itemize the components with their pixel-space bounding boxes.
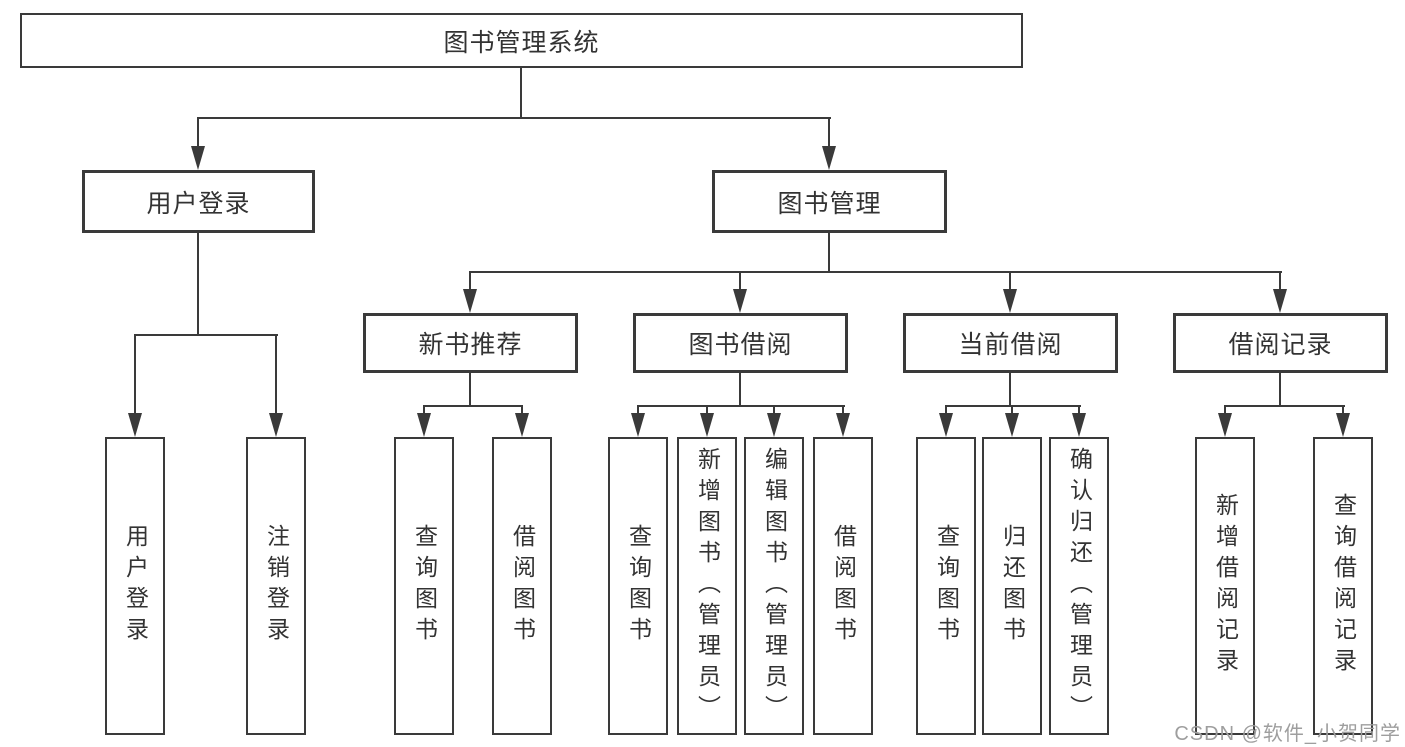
connector-line [828, 117, 830, 149]
node-label: 新增图书（管理员） [694, 446, 721, 726]
connector-line [134, 334, 136, 416]
connector-line [520, 66, 522, 118]
node-leaf-borrow-books-2: 借阅图书 [813, 437, 873, 735]
node-label: 当前借阅 [958, 331, 1063, 359]
node-label: 查询借阅记录 [1330, 493, 1357, 679]
connector-line [134, 334, 278, 336]
arrowhead-down-icon [1218, 413, 1232, 437]
node-label: 确认归还（管理员） [1066, 446, 1093, 726]
node-label: 图书借阅 [688, 331, 793, 359]
arrowhead-down-icon [191, 146, 205, 170]
node-leaf-logout: 注销登录 [246, 437, 306, 735]
node-label: 图书管理 [777, 189, 882, 218]
node-library-management-system: 图书管理系统 [20, 13, 1023, 68]
connector-line [197, 117, 199, 149]
connector-line [945, 405, 947, 415]
connector-line [423, 405, 523, 407]
node-user-login: 用户登录 [82, 170, 315, 233]
arrowhead-down-icon [1005, 413, 1019, 437]
node-current-borrowing: 当前借阅 [903, 313, 1118, 373]
connector-line [842, 405, 844, 415]
node-leaf-add-books-admin: 新增图书（管理员） [677, 437, 737, 735]
node-label: 查询图书 [933, 524, 960, 648]
connector-line [1224, 405, 1345, 407]
node-label: 查询图书 [411, 524, 438, 648]
node-leaf-query-books-1: 查询图书 [394, 437, 454, 735]
connector-line [706, 405, 708, 415]
arrowhead-down-icon [939, 413, 953, 437]
connector-line [423, 405, 425, 415]
connector-line [828, 231, 830, 272]
arrowhead-down-icon [128, 413, 142, 437]
arrowhead-down-icon [417, 413, 431, 437]
node-book-management: 图书管理 [712, 170, 947, 233]
arrowhead-down-icon [1273, 289, 1287, 313]
node-leaf-query-borrow-record: 查询借阅记录 [1313, 437, 1373, 735]
arrowhead-down-icon [1072, 413, 1086, 437]
arrowhead-down-icon [822, 146, 836, 170]
connector-line [1009, 371, 1011, 406]
connector-line [197, 231, 199, 335]
connector-line [1224, 405, 1226, 415]
arrowhead-down-icon [515, 413, 529, 437]
arrowhead-down-icon [1003, 289, 1017, 313]
node-leaf-confirm-return-admin: 确认归还（管理员） [1049, 437, 1109, 735]
connector-line [1009, 271, 1011, 291]
arrowhead-down-icon [733, 289, 747, 313]
node-label: 用户登录 [122, 524, 149, 648]
node-leaf-user-login: 用户登录 [105, 437, 165, 735]
node-label: 借阅记录 [1228, 331, 1333, 359]
connector-line [1279, 371, 1281, 406]
arrowhead-down-icon [631, 413, 645, 437]
node-label: 借阅图书 [509, 524, 536, 648]
node-label: 用户登录 [146, 189, 251, 218]
node-label: 归还图书 [999, 524, 1026, 648]
node-leaf-query-books-3: 查询图书 [916, 437, 976, 735]
node-label: 查询图书 [625, 524, 652, 648]
node-label: 借阅图书 [830, 524, 857, 648]
node-label: 新增借阅记录 [1212, 493, 1239, 679]
connector-line [197, 117, 831, 119]
node-leaf-edit-books-admin: 编辑图书（管理员） [744, 437, 804, 735]
arrowhead-down-icon [269, 413, 283, 437]
node-book-borrowing: 图书借阅 [633, 313, 848, 373]
node-new-book-recommend: 新书推荐 [363, 313, 578, 373]
connector-line [1279, 271, 1281, 291]
connector-line [637, 405, 845, 407]
node-label: 新书推荐 [418, 331, 523, 359]
node-leaf-query-books-2: 查询图书 [608, 437, 668, 735]
connector-line [521, 405, 523, 415]
connector-line [637, 405, 639, 415]
node-leaf-borrow-books-1: 借阅图书 [492, 437, 552, 735]
connector-line [275, 334, 277, 416]
node-leaf-add-borrow-record: 新增借阅记录 [1195, 437, 1255, 735]
connector-line [469, 271, 471, 291]
connector-line [739, 371, 741, 406]
arrowhead-down-icon [700, 413, 714, 437]
connector-line [773, 405, 775, 415]
node-leaf-return-books: 归还图书 [982, 437, 1042, 735]
connector-line [469, 371, 471, 406]
connector-line [469, 271, 1282, 273]
node-label: 编辑图书（管理员） [761, 446, 788, 726]
csdn-watermark: CSDN @软件_小贺同学 [1174, 723, 1401, 745]
connector-line [1078, 405, 1080, 415]
node-label: 图书管理系统 [443, 28, 600, 57]
connector-line [1011, 405, 1013, 415]
connector-line [739, 271, 741, 291]
node-label: 注销登录 [263, 524, 290, 648]
arrowhead-down-icon [463, 289, 477, 313]
arrowhead-down-icon [1336, 413, 1350, 437]
connector-line [1342, 405, 1344, 415]
connector-line [945, 405, 1081, 407]
arrowhead-down-icon [767, 413, 781, 437]
node-borrowing-records: 借阅记录 [1173, 313, 1388, 373]
arrowhead-down-icon [836, 413, 850, 437]
